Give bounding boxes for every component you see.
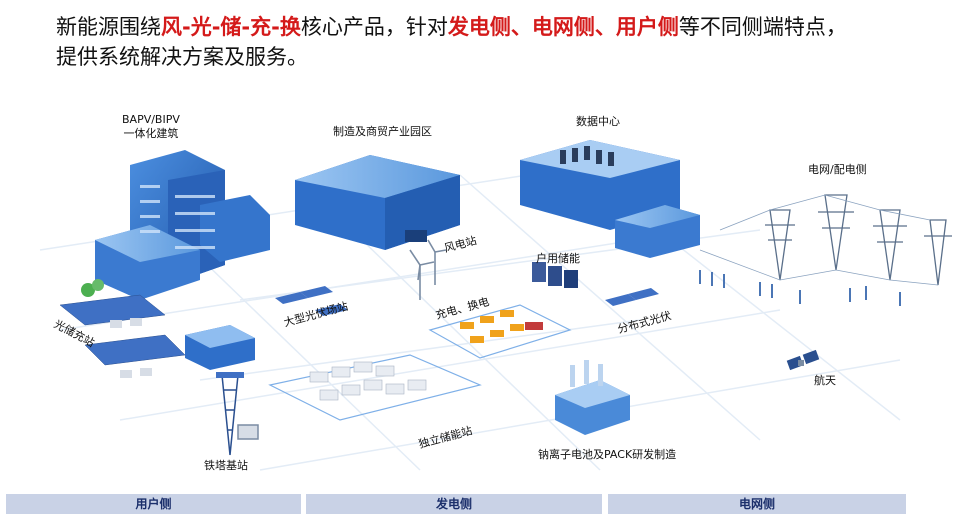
label-data-center: 数据中心 <box>576 115 620 129</box>
label-aerospace: 航天 <box>814 374 836 388</box>
transmission-towers-icon <box>700 195 952 306</box>
label-bapv: BAPV/BIPV 一体化建筑 <box>122 113 180 141</box>
label-industrial-park: 制造及商贸产业园区 <box>333 125 432 139</box>
industrial-park-icon <box>295 155 460 250</box>
label-grid-distribution: 电网/配电侧 <box>808 163 867 177</box>
satellite-icon <box>787 350 820 370</box>
headline: 新能源围绕风-光-储-充-换核心产品，针对发电侧、电网侧、用户侧等不同侧端特点，… <box>56 12 946 72</box>
label-household-storage: 户用储能 <box>536 252 580 266</box>
bar-generation-side: 发电侧 <box>306 494 602 514</box>
headline-prefix: 新能源围绕 <box>56 15 161 39</box>
bar-user-side: 用户侧 <box>6 494 301 514</box>
energy-scene-illustration <box>0 90 962 490</box>
battery-factory-icon <box>555 360 630 435</box>
cell-tower-icon <box>216 372 258 455</box>
headline-products: 风-光-储-充-换 <box>161 15 301 39</box>
label-bapv-line1: BAPV/BIPV <box>122 113 180 126</box>
label-tower-station: 铁塔基站 <box>204 459 248 473</box>
headline-suffix: 等不同侧端特点， <box>679 15 847 39</box>
bapv-building-icon <box>95 150 270 300</box>
distributed-pv-icon <box>605 288 659 306</box>
label-sodium-battery: 钠离子电池及PACK研发制造 <box>538 448 676 462</box>
label-bapv-line2: 一体化建筑 <box>123 127 178 140</box>
headline-line2: 提供系统解决方案及服务。 <box>56 45 308 69</box>
data-center-icon <box>520 140 700 258</box>
headline-middle: 核心产品，针对 <box>301 15 448 39</box>
storage-container-icon <box>185 325 255 370</box>
bar-grid-side: 电网侧 <box>608 494 906 514</box>
headline-sides: 发电侧、电网侧、用户侧 <box>448 15 679 39</box>
